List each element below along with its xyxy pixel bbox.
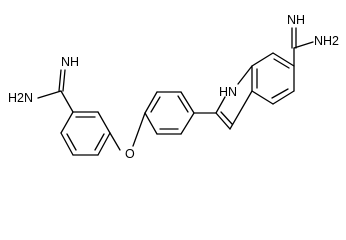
bond-p3-p4: [144, 91, 158, 114]
indole-nh-label: HN: [219, 85, 237, 99]
imine-label-right: NH: [287, 13, 305, 27]
bond-q1-q2: [97, 132, 111, 156]
bond-n1-c2: [215, 96, 226, 114]
chemical-structure-diagram: NH NH2 HN O NH H2N: [8, 13, 339, 161]
bond-q6-q1: [97, 111, 111, 134]
bond-q1-q2-inner: [94, 133, 105, 151]
bond-c3-c3a: [229, 90, 253, 130]
bond-ring-amidine-c: [60, 90, 74, 113]
bond-p6-p1: [180, 112, 195, 135]
imine-label-left: NH: [61, 55, 79, 69]
bond-p3-p4-inner: [150, 96, 161, 113]
bond-q4-q5: [60, 111, 74, 134]
bond-c5-c4-inner: [271, 88, 289, 99]
bond-o-phenyl-left: [109, 132, 121, 151]
amine-label-right: NH2: [314, 34, 339, 48]
bond-c7a-c7: [251, 52, 274, 67]
indole-benzene-ring: [251, 52, 295, 105]
bond-c5-c4: [272, 90, 295, 105]
bond-c7-c6-inner: [273, 58, 290, 69]
bond-amidine-c-nh-double-b: [62, 69, 66, 92]
indole-pyrrole-ring: [215, 65, 253, 130]
bond-c2-c3: [215, 112, 231, 130]
bond-c4-c3a: [251, 90, 274, 105]
bond-phenyl-o: [132, 112, 146, 147]
bond-c7-c6: [272, 52, 295, 67]
phenyl-ring-left: [60, 111, 111, 156]
structure-canvas: NH NH2 HN O NH H2N: [8, 13, 339, 161]
amidine-group-right: [291, 27, 314, 67]
bond-amidine-c-nh2: [37, 90, 62, 99]
ether-bridge: [109, 112, 146, 151]
amidine-group-left: [37, 69, 74, 113]
bond-amidine-c-nh-double-a: [58, 69, 62, 92]
bond-c7a-n1: [237, 65, 253, 85]
bond-q3-q4: [60, 132, 74, 156]
amine-label-left: H2N: [8, 91, 33, 105]
bond-q3-q4-inner: [66, 133, 77, 151]
phenyl-ring-right: [144, 91, 217, 135]
bond-p4-p5: [144, 112, 158, 135]
bond-amidine-c-nh2: [293, 41, 314, 49]
bond-p1-p2: [180, 91, 195, 114]
bond-c2-c3-inner: [220, 111, 233, 125]
ether-oxygen-label: O: [125, 147, 135, 161]
bond-p1-p2-inner: [177, 95, 189, 113]
